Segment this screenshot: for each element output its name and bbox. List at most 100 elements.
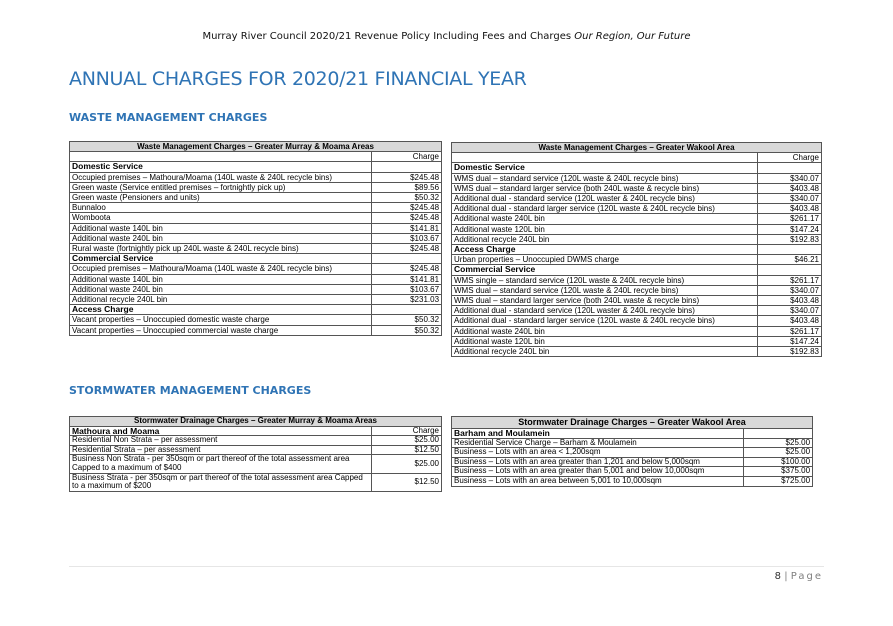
- charge-description: Business – Lots with an area greater tha…: [451, 456, 744, 468]
- page-label: Page: [790, 571, 823, 582]
- stormwater-heading: STORMWATER MANAGEMENT CHARGES: [69, 384, 312, 397]
- charge-amount: $50.32: [370, 314, 443, 326]
- charge-amount: $245.48: [370, 212, 443, 224]
- page-number-separator: |: [784, 571, 788, 582]
- charge-amount: $25.00: [371, 435, 442, 446]
- table-row: Additional waste 140L bin$141.81: [69, 273, 443, 285]
- section-label: Access Charge: [69, 304, 372, 316]
- charge-description: Additional waste 240L bin: [451, 213, 758, 225]
- stormwater-murray-charge-header: Charge: [371, 425, 442, 437]
- charge-amount: $103.67: [370, 283, 443, 296]
- charge-description: WMS dual – standard service (120L waste …: [451, 172, 758, 184]
- charge-description: WMS dual – standard larger service (both…: [451, 295, 758, 307]
- charge-description: Additional recycle 240L bin: [69, 294, 372, 306]
- waste-wakool-charge-header: Charge: [757, 152, 822, 164]
- charge-description: Womboota: [69, 212, 372, 224]
- page-title: ANNUAL CHARGES FOR 2020/21 FINANCIAL YEA…: [69, 68, 527, 90]
- charge-description: WMS dual – standard larger service (both…: [451, 182, 758, 195]
- table-row: Occupied premises – Mathoura/Moama (140L…: [69, 171, 443, 183]
- stormwater-wakool-table: Stormwater Drainage Charges – Greater Wa…: [450, 416, 814, 487]
- charge-description: Additional waste 120L bin: [451, 335, 758, 348]
- charge-description: Urban properties – Unoccupied DWMS charg…: [451, 254, 758, 266]
- charge-description: Additional dual - standard larger servic…: [451, 315, 758, 327]
- table-row: Business – Lots with an area between 5,0…: [451, 475, 814, 487]
- waste-murray-header-blank: [69, 151, 372, 163]
- waste-wakool-table: Waste Management Charges – Greater Wakoo…: [451, 141, 822, 358]
- charge-description: WMS dual – standard service (120L waste …: [451, 284, 758, 297]
- page-number-value: 8: [774, 571, 782, 582]
- table-row: Vacant properties – Unoccupied commercia…: [69, 324, 443, 336]
- table-row: Additional recycle 240L bin$231.03: [69, 294, 443, 306]
- table-row: Additional dual - standard service (120L…: [451, 305, 822, 317]
- charge-amount: $403.48: [757, 315, 822, 327]
- charge-amount: $192.83: [757, 233, 822, 246]
- section-label: Commercial Service: [451, 264, 758, 276]
- charge-amount: $25.00: [742, 447, 814, 458]
- charge-amount: $261.17: [757, 213, 822, 225]
- charge-amount: $192.83: [757, 346, 822, 358]
- page-number: 8 | Page: [775, 571, 823, 582]
- charge-description: Occupied premises – Mathoura/Moama (140L…: [69, 263, 372, 275]
- table-row: Business – Lots with an area greater tha…: [451, 456, 814, 468]
- table-row: WMS single – standard service (120L wast…: [451, 274, 822, 286]
- table-row: Business – Lots with an area < 1,200sqm$…: [451, 447, 814, 458]
- charge-description: Business – Lots with an area between 5,0…: [451, 475, 744, 487]
- charge-amount: $725.00: [742, 475, 814, 487]
- table-row: Additional waste 240L bin$103.67: [69, 232, 443, 245]
- charge-description: Additional waste 120L bin: [451, 223, 758, 235]
- waste-wakool-title: Waste Management Charges – Greater Wakoo…: [451, 141, 822, 154]
- charge-amount: $141.81: [370, 273, 443, 285]
- charge-amount: $12.50: [371, 472, 442, 492]
- charge-amount: $403.48: [757, 203, 822, 215]
- charge-description: Additional recycle 240L bin: [451, 233, 758, 246]
- charge-description: Additional waste 240L bin: [69, 232, 372, 245]
- waste-heading: WASTE MANAGEMENT CHARGES: [69, 111, 268, 124]
- charge-description: Additional waste 240L bin: [69, 283, 372, 296]
- charge-description: Green waste (Pensioners and units): [69, 192, 372, 204]
- footer-divider: [69, 566, 824, 567]
- section-label: Domestic Service: [451, 162, 758, 174]
- stormwater-murray-table: Stormwater Drainage Charges – Greater Mu…: [69, 416, 442, 492]
- charge-description: Occupied premises – Mathoura/Moama (140L…: [69, 171, 372, 183]
- table-row: Urban properties – Unoccupied DWMS charg…: [451, 254, 822, 266]
- charge-description: Green waste (Service entitled premises –…: [69, 181, 372, 194]
- section-label: Domestic Service: [69, 161, 372, 173]
- table-section-row: Access Charge: [451, 244, 822, 256]
- table-row: Rural waste (fortnightly pick up 240L wa…: [69, 243, 443, 255]
- section-blank-cell: [757, 264, 822, 276]
- table-row: Residential Strata – per assessment$12.5…: [69, 444, 442, 456]
- charge-description: Additional waste 240L bin: [451, 325, 758, 337]
- section-blank-cell: [370, 253, 443, 265]
- table-row: Residential Service Charge – Barham & Mo…: [451, 437, 814, 449]
- charge-amount: $261.17: [757, 274, 822, 286]
- running-header: Murray River Council 2020/21 Revenue Pol…: [0, 31, 893, 42]
- table-row: Business – Lots with an area greater tha…: [451, 466, 814, 477]
- charge-amount: $340.07: [757, 193, 822, 205]
- table-section-row: Access Charge: [69, 304, 443, 316]
- table-row: WMS dual – standard larger service (both…: [451, 182, 822, 195]
- charge-amount: $245.48: [370, 243, 443, 255]
- table-section-row: Commercial Service: [69, 253, 443, 265]
- charge-description: Additional dual - standard service (120L…: [451, 305, 758, 317]
- charge-amount: $103.67: [370, 232, 443, 245]
- section-label: Commercial Service: [69, 253, 372, 265]
- stormwater-wakool-title: Stormwater Drainage Charges – Greater Wa…: [450, 416, 814, 429]
- charge-description: Business – Lots with an area < 1,200sqm: [451, 447, 744, 458]
- table-row: Vacant properties – Unoccupied domestic …: [69, 314, 443, 326]
- table-row: Additional waste 140L bin$141.81: [69, 222, 443, 234]
- table-row: Additional recycle 240L bin$192.83: [451, 233, 822, 246]
- table-row: Business Strata - per 350sqm or part the…: [69, 472, 442, 492]
- charge-amount: $46.21: [757, 254, 822, 266]
- charge-amount: $403.48: [757, 182, 822, 195]
- table-row: Business Non Strata - per 350sqm or part…: [69, 454, 442, 474]
- table-row: Additional waste 120L bin$147.24: [451, 335, 822, 348]
- table-section-row: Domestic Service: [69, 161, 443, 173]
- table-row: Green waste (Service entitled premises –…: [69, 181, 443, 194]
- charge-amount: $245.48: [370, 171, 443, 183]
- charge-amount: $50.32: [370, 324, 443, 336]
- stormwater-wakool-section: Barham and Moulamein: [451, 428, 744, 439]
- table-row: Additional waste 120L bin$147.24: [451, 223, 822, 235]
- charge-description: Bunnaloo: [69, 202, 372, 214]
- charge-amount: $50.32: [370, 192, 443, 204]
- charge-amount: $245.48: [370, 202, 443, 214]
